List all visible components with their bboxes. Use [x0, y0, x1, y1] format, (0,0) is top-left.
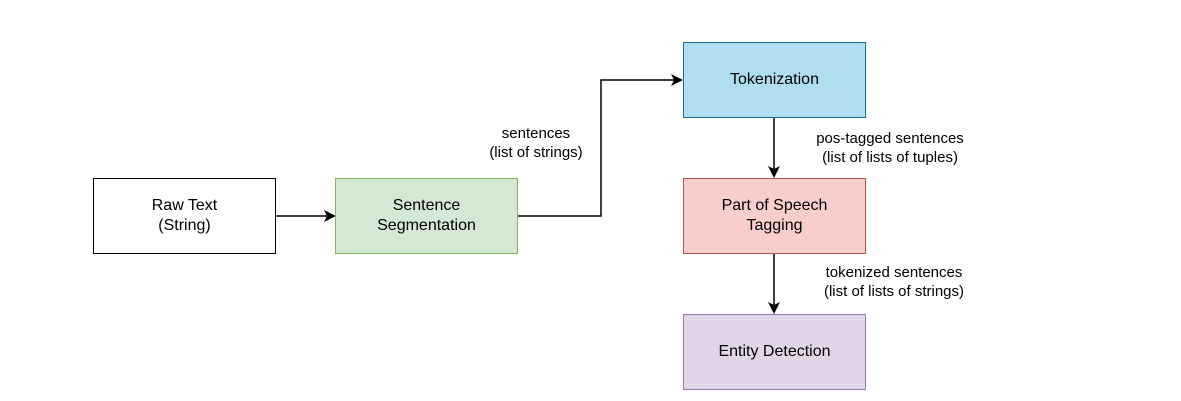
- edge-label-tokenized: tokenized sentences (list of lists of st…: [796, 263, 992, 301]
- sentence-segmentation-label-line1: Sentence: [392, 197, 461, 214]
- tokenization-node: Tokenization: [683, 42, 866, 118]
- pos-tagging-node: Part of Speech Tagging: [683, 178, 866, 254]
- edge-label-sentences: sentences (list of strings): [476, 124, 596, 162]
- edge-label-pos-tagged-line1: pos-tagged sentences: [816, 130, 964, 147]
- edge-label-sentences-line1: sentences: [501, 125, 571, 142]
- edge-label-tokenized-line1: tokenized sentences: [825, 264, 963, 281]
- tokenization-label: Tokenization: [730, 71, 819, 88]
- sentence-segmentation-node: Sentence Segmentation: [335, 178, 518, 254]
- pos-tagging-label-line2: Tagging: [746, 217, 803, 234]
- entity-detection-node: Entity Detection: [683, 314, 866, 390]
- edge-label-tokenized-line2: (list of lists of strings): [823, 283, 965, 300]
- arrowhead-raw-to-segmentation: [324, 210, 336, 222]
- edge-label-pos-tagged-line2: (list of lists of tuples): [822, 149, 958, 166]
- raw-text-type: (String): [158, 217, 211, 234]
- arrowhead-segmentation-to-tokenization: [671, 74, 683, 86]
- edge-label-pos-tagged: pos-tagged sentences (list of lists of t…: [792, 129, 988, 167]
- pos-tagging-label-line1: Part of Speech: [721, 197, 828, 214]
- entity-detection-label: Entity Detection: [718, 343, 831, 360]
- raw-text-node: Raw Text (String): [93, 178, 276, 254]
- sentence-segmentation-label-line2: Segmentation: [377, 217, 476, 234]
- edge-segmentation-to-tokenization: [518, 79, 674, 217]
- arrowhead-tokenization-to-pos: [768, 166, 780, 178]
- arrowhead-pos-to-entity: [768, 302, 780, 314]
- raw-text-label: Raw Text: [151, 197, 218, 214]
- edge-label-sentences-line2: (list of strings): [489, 144, 583, 161]
